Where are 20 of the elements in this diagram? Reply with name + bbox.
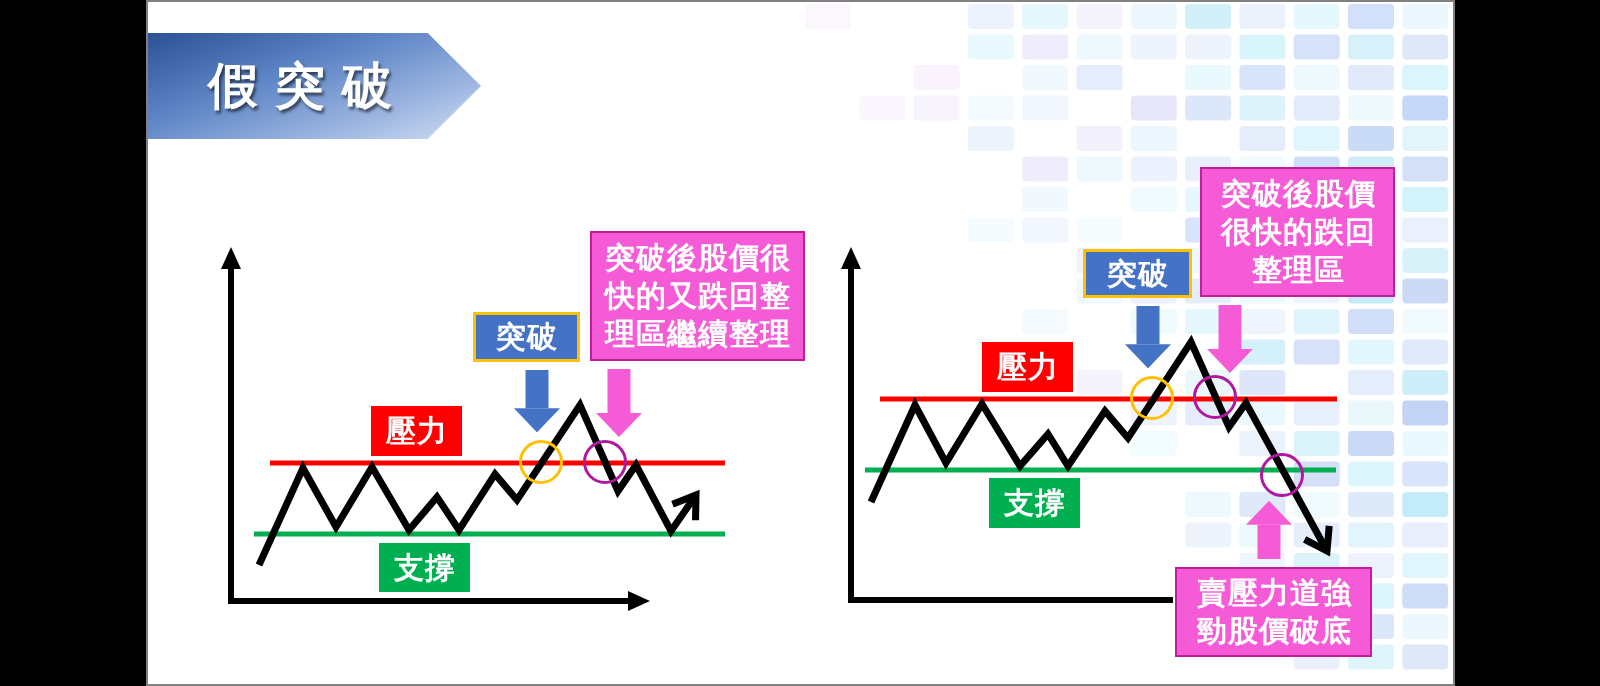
highlight-circle (1260, 453, 1304, 497)
support-label: 支撐 (989, 478, 1080, 528)
highlight-circle (583, 440, 627, 484)
highlight-circle (1130, 376, 1174, 420)
title-banner: 假突破 (148, 33, 481, 139)
block-arrow (514, 370, 560, 433)
resistance-label: 壓力 (982, 342, 1073, 392)
block-arrow (596, 369, 642, 438)
resistance-label: 壓力 (371, 406, 462, 456)
callout-box: 突破後股價很快的又跌回整理區繼續整理 (590, 231, 805, 361)
highlight-circle (519, 440, 563, 484)
highlight-circle (1193, 375, 1237, 419)
support-label: 支撐 (379, 543, 470, 592)
label-box: 突破 (1083, 249, 1192, 298)
callout-box: 突破後股價很快的跌回整理區 (1200, 167, 1395, 297)
block-arrow (1125, 306, 1171, 369)
block-arrow (1246, 500, 1292, 559)
callout-box: 賣壓力道強勁股價破底 (1175, 567, 1372, 657)
label-box: 突破 (473, 312, 580, 362)
block-arrow (1207, 305, 1253, 373)
